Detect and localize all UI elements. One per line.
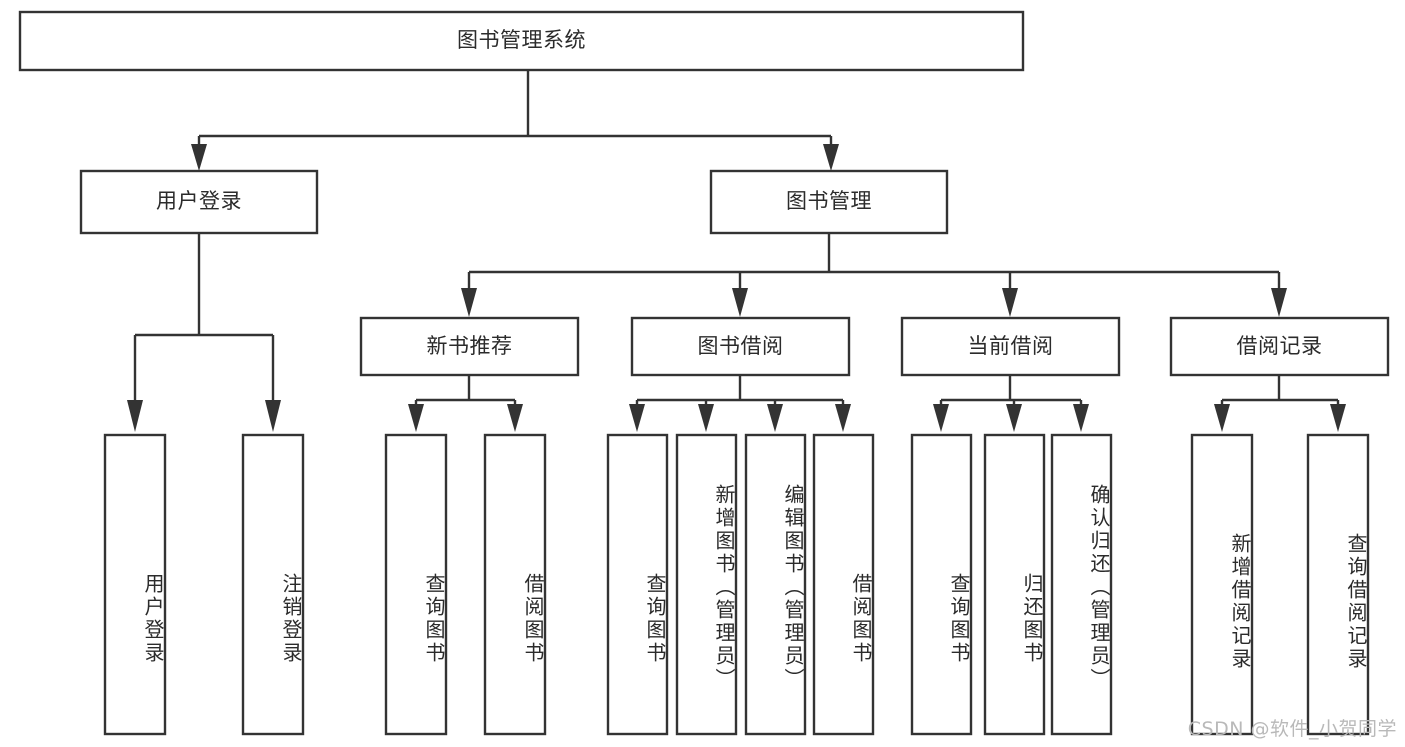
node-box-leaf-user-login[interactable] [103,433,167,736]
node-box-book-manage[interactable] [709,169,949,235]
node-box-borrow-record[interactable] [1169,316,1390,377]
node-box-leaf-add-book[interactable] [675,433,738,736]
connector-borrow-record-to-leaves [1214,375,1346,432]
node-box-leaf-add-record[interactable] [1190,433,1254,736]
node-box-leaf-query-book-2[interactable] [606,433,669,736]
node-box-current-borrow[interactable] [900,316,1121,377]
connector-book-borrow-to-leaves [629,375,851,432]
node-box-leaf-borrow-book-2[interactable] [812,433,875,736]
node-box-leaf-query-book-3[interactable] [910,433,973,736]
node-box-user-login[interactable] [79,169,319,235]
connector-root-to-level2 [191,70,839,171]
node-box-leaf-query-record[interactable] [1306,433,1370,736]
node-box-leaf-borrow-book-1[interactable] [483,433,547,736]
node-box-book-borrow[interactable] [630,316,851,377]
node-box-new-book-rec[interactable] [359,316,580,377]
node-box-leaf-return-book[interactable] [983,433,1046,736]
node-box-leaf-confirm-return[interactable] [1050,433,1113,736]
connector-current-borrow-to-leaves [933,375,1089,432]
connector-user-login-to-leaves [127,233,281,432]
node-box-leaf-query-book-1[interactable] [384,433,448,736]
node-box-root[interactable] [18,10,1025,72]
node-box-leaf-logout[interactable] [241,433,305,736]
node-box-leaf-edit-book[interactable] [744,433,807,736]
connector-new-book-rec-to-leaves [408,375,523,432]
connector-book-manage-to-level3 [461,233,1287,317]
